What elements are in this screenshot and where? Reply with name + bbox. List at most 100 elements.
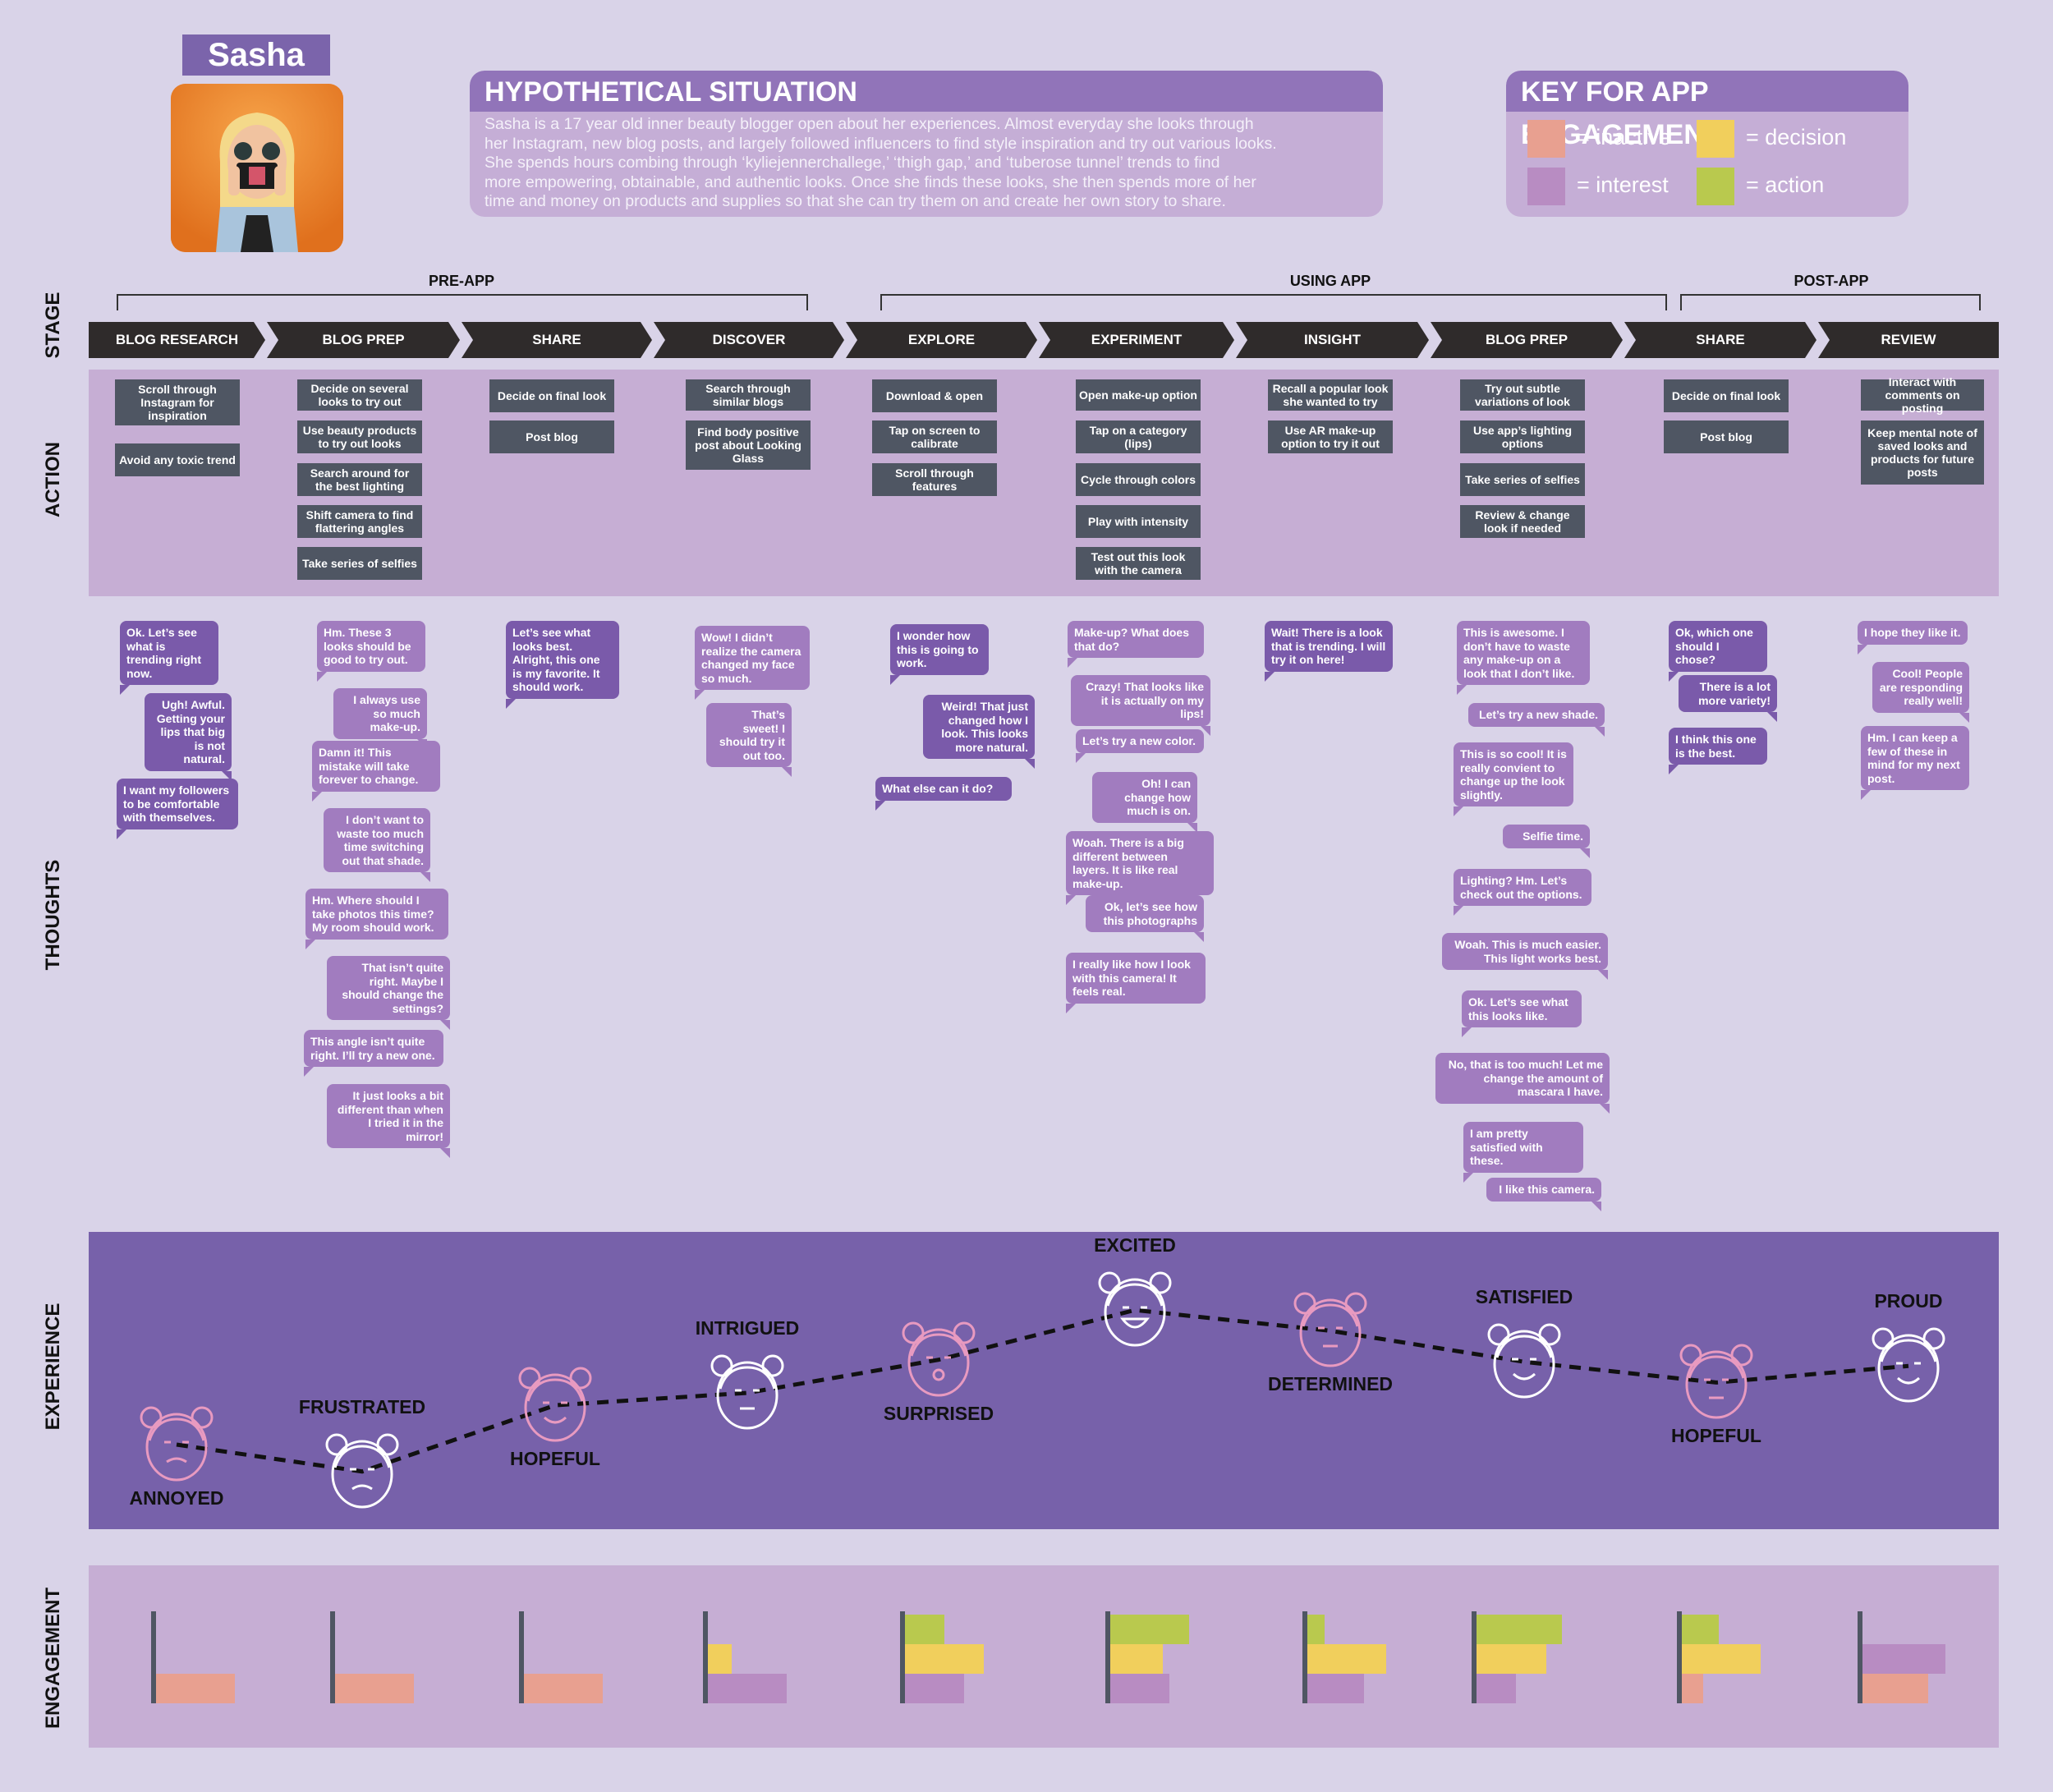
thought-bubble: Wow! I didn’t realize the camera changed… <box>695 626 810 700</box>
thought-bubble: Crazy! That looks like it is actually on… <box>1071 675 1210 735</box>
emotion-label: DETERMINED <box>1267 1373 1394 1395</box>
thought-bubble: Let’s try a new color. <box>1076 729 1204 762</box>
group-bracket-using-app <box>880 294 1667 310</box>
engagement-axis <box>519 1611 524 1703</box>
emotion-face-icon <box>1487 1316 1561 1402</box>
emotion-face-icon <box>1679 1337 1753 1422</box>
thought-bubble: Hm. Where should I take photos this time… <box>305 889 448 949</box>
emotion-face-icon <box>325 1427 399 1512</box>
thought-bubble: Make-up? What does that do? <box>1068 621 1204 668</box>
thought-bubble: What else can it do? <box>875 777 1012 810</box>
thought-bubble: Woah. There is a big different between l… <box>1066 831 1214 905</box>
engagement-bar-decision <box>708 1644 732 1674</box>
action-card: Post blog <box>489 420 614 453</box>
key-label-inactive: = inactive <box>1577 125 1671 149</box>
emotion-face-icon <box>1098 1265 1172 1350</box>
key-swatch-interest <box>1527 168 1565 205</box>
action-card: Try out subtle variations of look <box>1460 379 1585 411</box>
thought-bubble: This angle isn’t quite right. I’ll try a… <box>304 1030 443 1077</box>
action-card: Use beauty products to try out looks <box>297 420 422 453</box>
thought-bubble: Ok, let’s see how this photographs <box>1086 895 1204 942</box>
action-card: Use app’s lighting options <box>1460 420 1585 453</box>
thought-bubble: Ok. Let’s see what this looks like. <box>1462 990 1582 1037</box>
thought-bubble: Hm. I can keep a few of these in mind fo… <box>1861 726 1969 800</box>
action-card: Cycle through colors <box>1076 463 1201 496</box>
action-card: Search around for the best lighting <box>297 463 422 496</box>
engagement-bar-action <box>1682 1615 1719 1644</box>
engagement-bar-interest <box>1477 1674 1516 1703</box>
thought-bubble: Let’s try a new shade. <box>1468 703 1605 736</box>
thought-bubble: There is a lot more variety! <box>1679 675 1777 722</box>
action-card: Review & change look if needed <box>1460 505 1585 538</box>
thought-bubble: Ok, which one should I chose? <box>1669 621 1767 681</box>
stage-chevron <box>1039 322 1234 358</box>
engagement-bar-decision <box>905 1644 984 1674</box>
emotion-label: EXCITED <box>1094 1234 1176 1257</box>
thought-bubble: Selfie time. <box>1503 825 1590 857</box>
emotion-label: FRUSTRATED <box>298 1395 426 1418</box>
engagement-bar-inactive <box>156 1674 235 1703</box>
emotion-label: PROUD <box>1874 1290 1943 1312</box>
thought-bubble: No, that is too much! Let me change the … <box>1435 1053 1610 1113</box>
engagement-bar-inactive <box>335 1674 414 1703</box>
situation-line: Sasha is a 17 year old inner beauty blog… <box>485 115 1254 133</box>
thought-bubble: That isn’t quite right. Maybe I should c… <box>327 956 450 1030</box>
stage-label: EXPLORE <box>907 332 976 347</box>
situation-line: her Instagram, new blog posts, and large… <box>485 134 1277 153</box>
engagement-axis <box>1472 1611 1477 1703</box>
engagement-bar-interest <box>1862 1644 1945 1674</box>
thought-bubble: Wait! There is a look that is trending. … <box>1265 621 1393 681</box>
stage-label: REVIEW <box>1881 332 1936 347</box>
stage-chevron <box>1624 322 1816 358</box>
emotion-label: ANNOYED <box>129 1487 224 1509</box>
engagement-bar-decision <box>1307 1644 1386 1674</box>
stage-label: SHARE <box>1696 332 1745 347</box>
action-card: Scroll through Instagram for inspiration <box>115 379 240 425</box>
thought-bubble: Damn it! This mistake will take forever … <box>312 741 440 801</box>
emotion-face-icon <box>518 1360 592 1445</box>
action-card: Take series of selfies <box>297 547 422 580</box>
action-card: Play with intensity <box>1076 505 1201 538</box>
thought-bubble: Ugh! Awful. Getting your lips that big i… <box>145 693 232 780</box>
engagement-axis <box>330 1611 335 1703</box>
engagement-bar-action <box>1110 1615 1189 1644</box>
action-card: Decide on final look <box>489 379 614 412</box>
engagement-axis <box>703 1611 708 1703</box>
stage-label: EXPERIMENT <box>1091 332 1183 347</box>
emotion-face-icon <box>1293 1285 1367 1371</box>
group-post-app: POST-APP <box>1794 273 1869 289</box>
thought-bubble: I wonder how this is going to work. <box>890 624 989 684</box>
engagement-axis <box>1858 1611 1862 1703</box>
engagement-bar-decision <box>1110 1644 1163 1674</box>
stage-label: INSIGHT <box>1304 332 1361 347</box>
persona-name: Sasha <box>182 34 330 76</box>
stage-label: SHARE <box>532 332 581 347</box>
action-card: Tap on a category (lips) <box>1076 420 1201 453</box>
group-pre-app: PRE-APP <box>428 273 494 289</box>
thought-bubble: Lighting? Hm. Let’s check out the option… <box>1454 869 1591 916</box>
situation-line: time and money on products and supplies … <box>485 192 1226 210</box>
action-card: Decide on final look <box>1664 379 1789 412</box>
action-card: Find body positive post about Looking Gl… <box>686 420 811 470</box>
group-bracket-post-app <box>1680 294 1981 310</box>
action-card: Shift camera to find flattering angles <box>297 505 422 538</box>
key-label-interest: = interest <box>1577 172 1669 197</box>
emotion-face-icon <box>902 1315 976 1400</box>
situation-text: Sasha is a 17 year old inner beauty blog… <box>470 112 1383 215</box>
thought-bubble: I think this one is the best. <box>1669 728 1767 774</box>
key-swatch-action <box>1697 168 1734 205</box>
stage-chevrons <box>89 322 1999 358</box>
engagement-bar-inactive <box>524 1674 603 1703</box>
stage-chevron <box>654 322 844 358</box>
engagement-bar-action <box>1477 1615 1562 1644</box>
engagement-bar-interest <box>1110 1674 1169 1703</box>
action-card: Take series of selfies <box>1460 463 1585 496</box>
action-card: Post blog <box>1664 420 1789 453</box>
thought-bubble: I hope they like it. <box>1858 621 1968 654</box>
thought-bubble: That’s sweet! I should try it out too. <box>706 703 792 777</box>
action-card: Scroll through features <box>872 463 997 496</box>
engagement-bar-action <box>1307 1615 1325 1644</box>
stage-label: BLOG PREP <box>322 332 405 347</box>
group-bracket-pre-app <box>117 294 808 310</box>
